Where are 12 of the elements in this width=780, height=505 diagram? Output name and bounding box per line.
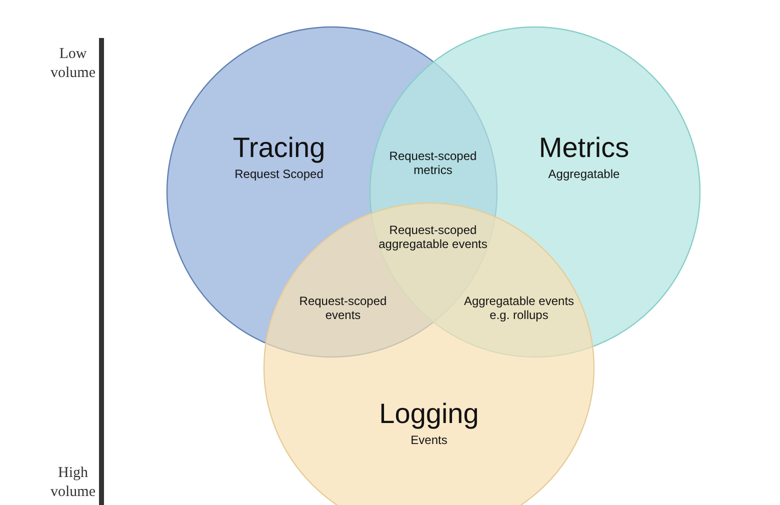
circle-title: Tracing — [232, 132, 326, 164]
circle-subtitle: Request Scoped — [234, 167, 324, 181]
circle-subtitle: Events — [410, 433, 448, 447]
axis-label: Low volume — [50, 45, 96, 83]
overlap-label: Request-scoped aggregatable events — [378, 223, 488, 251]
overlap-label: Request-scoped metrics — [388, 149, 478, 177]
axis-label: High volume — [50, 464, 96, 502]
circle-subtitle: Aggregatable — [548, 167, 620, 181]
overlap-label: Aggregatable events e.g. rollups — [462, 294, 576, 322]
overlap-label: Request-scoped events — [298, 294, 388, 322]
circle-title: Metrics — [538, 132, 630, 164]
circle-title: Logging — [379, 398, 479, 430]
